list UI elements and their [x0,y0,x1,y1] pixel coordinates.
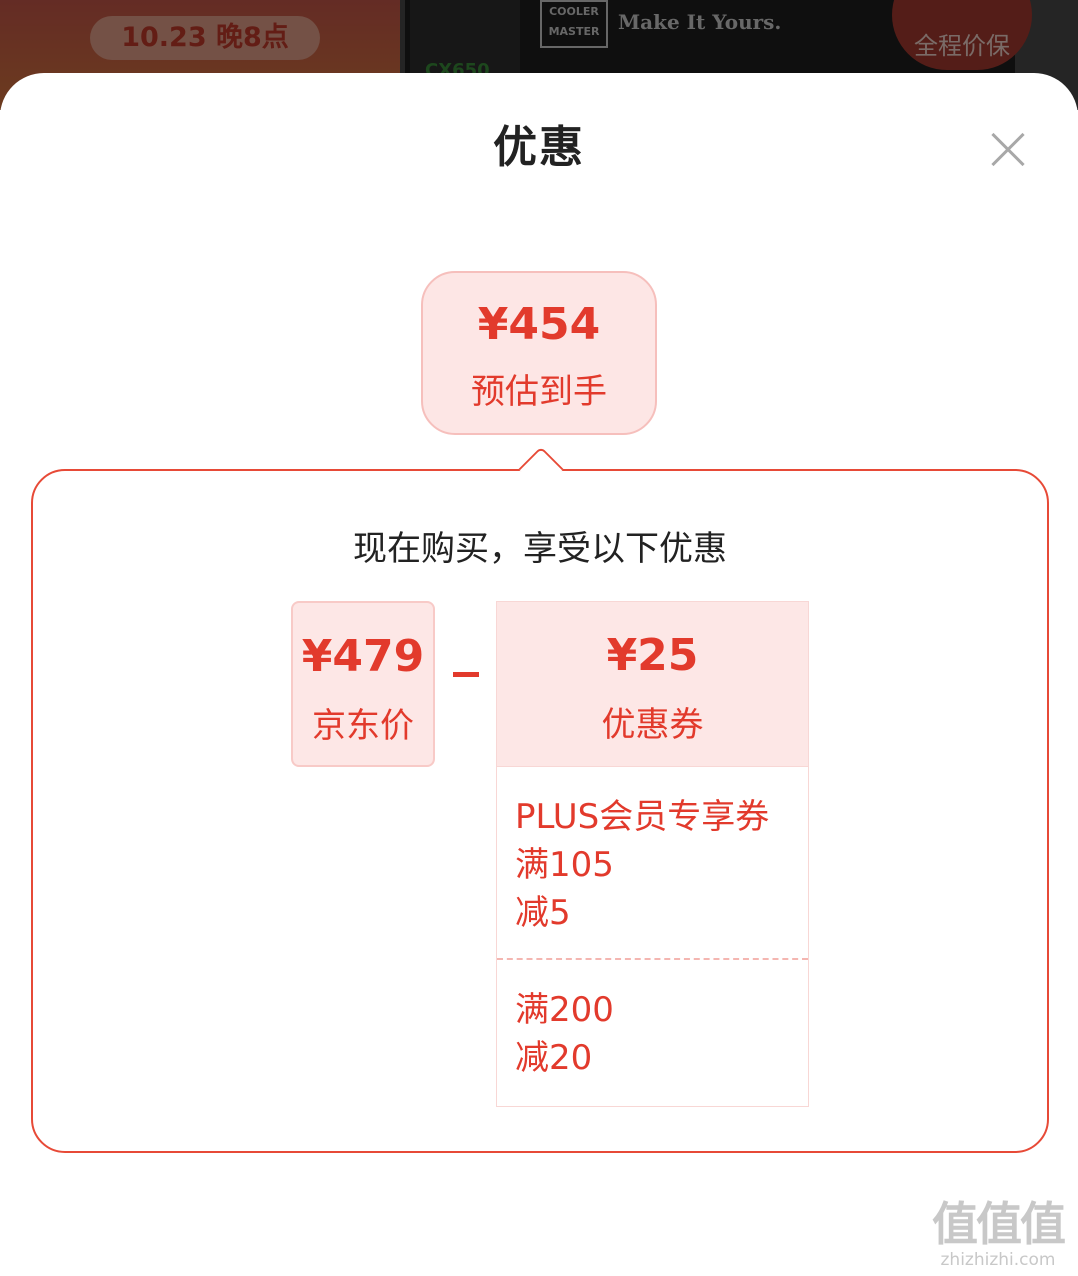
coupon-detail-item: PLUS会员专享券 满105 减5 [497,767,808,960]
discount-panel: 现在购买，享受以下优惠 ¥479 京东价 ¥25 优惠券 PLUS会员专享券 满… [31,469,1049,1153]
coupon-discount: 减20 [515,1038,593,1078]
estimated-price: ¥454 [477,299,601,350]
jd-price-label: 京东价 [312,706,414,746]
coupon-threshold: 满200 [515,990,614,1030]
close-icon[interactable] [988,130,1028,170]
discount-heading: 现在购买，享受以下优惠 [353,529,727,569]
jd-price: ¥479 [301,631,425,682]
discount-sheet: 优惠 ¥454 预估到手 现在购买，享受以下优惠 ¥479 京东价 ¥25 优惠… [0,73,1078,1276]
coupon-threshold: 满105 [515,845,614,885]
coupon-detail-item: 满200 减20 [497,960,808,1082]
coupon-name: PLUS会员专享券 [515,797,770,837]
coupon-detail-list: PLUS会员专享券 满105 减5 满200 减20 [496,767,809,1107]
coupon-card: ¥25 优惠券 [496,601,809,767]
watermark-logo: 值值值 [932,1197,1066,1251]
estimated-price-card: ¥454 预估到手 [421,271,657,435]
site-watermark: 值值值 zhizhizhi.com [928,1188,1068,1270]
watermark-url: zhizhizhi.com [940,1250,1056,1270]
coupon-label: 优惠券 [601,705,704,745]
jd-price-card: ¥479 京东价 [291,601,435,767]
coupon-discount: 减5 [515,893,571,933]
estimated-price-label: 预估到手 [471,372,607,412]
minus-icon [453,672,479,677]
coupon-amount: ¥25 [606,630,699,681]
sheet-title: 优惠 [493,122,585,173]
